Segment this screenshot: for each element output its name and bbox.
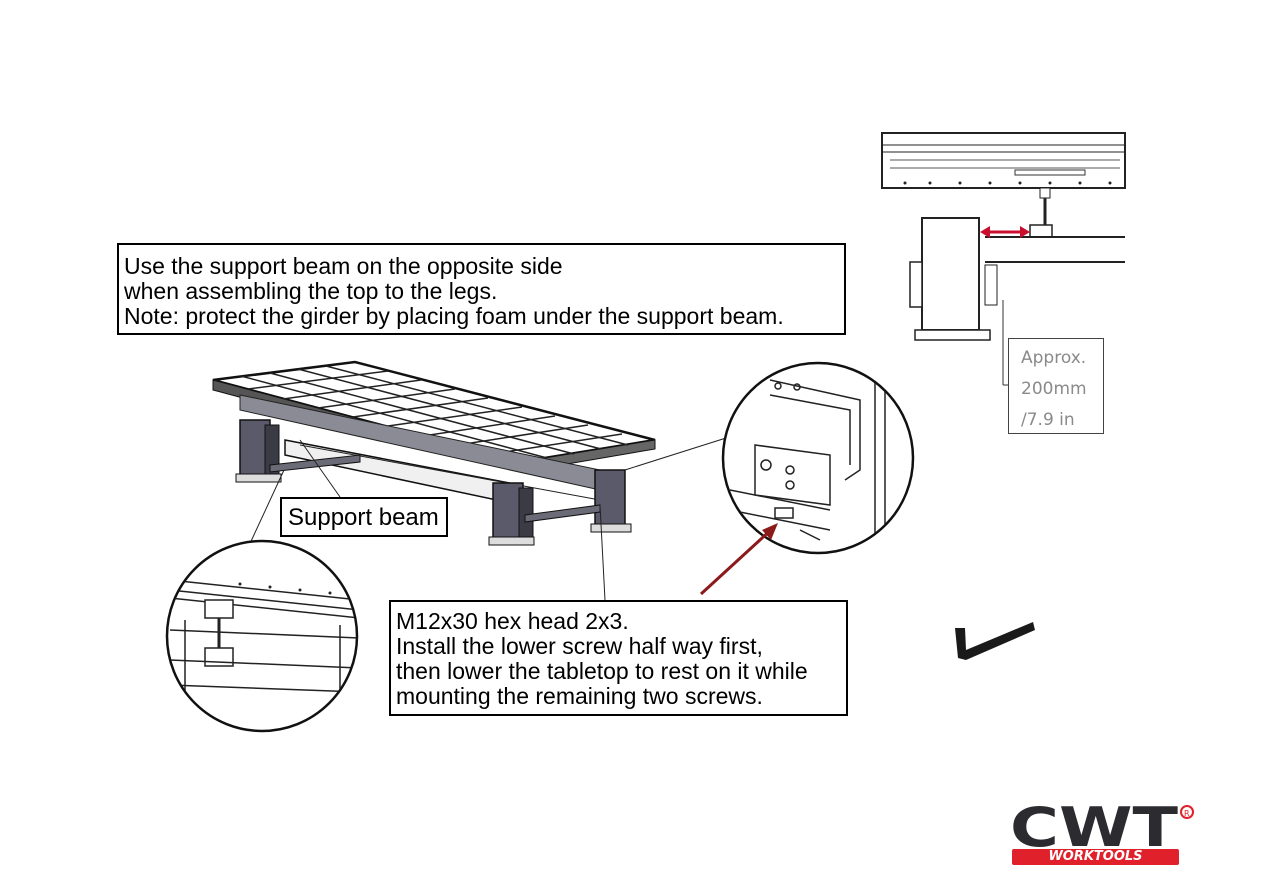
note-line: then lower the tabletop to rest on it wh… bbox=[396, 658, 808, 684]
label-text: Support beam bbox=[288, 504, 439, 531]
logo-mark-text: CWT bbox=[1010, 796, 1178, 859]
hex-key-icon bbox=[955, 622, 1035, 660]
registered-mark-icon bbox=[1180, 805, 1194, 819]
leader-lines bbox=[246, 437, 727, 601]
table-isometric-drawing bbox=[212, 360, 656, 546]
svg-text:R: R bbox=[1184, 809, 1190, 818]
screw-install-note: M12x30 hex head 2x3. Install the lower s… bbox=[389, 600, 848, 716]
support-beam-label: Support beam bbox=[280, 497, 448, 537]
cwt-logo: CWT R bbox=[1010, 796, 1194, 859]
support-beam-note: Use the support beam on the opposite sid… bbox=[117, 243, 846, 335]
bracket-detail-circle bbox=[699, 361, 915, 596]
approx-line: Approx. bbox=[1021, 348, 1087, 368]
note-line: Note: protect the girder by placing foam… bbox=[124, 303, 784, 329]
note-line: when assembling the top to the legs. bbox=[124, 278, 498, 304]
approx-line: 200mm bbox=[1021, 379, 1087, 399]
logo-tagline: WORKTOOLS bbox=[1012, 849, 1179, 865]
approx-distance-label: Approx. 200mm /7.9 in bbox=[1008, 338, 1104, 434]
note-line: M12x30 hex head 2x3. bbox=[396, 608, 629, 634]
note-line: Install the lower screw half way first, bbox=[396, 633, 763, 659]
note-line: Use the support beam on the opposite sid… bbox=[124, 253, 563, 279]
screw-jack-detail-circle bbox=[165, 539, 359, 733]
side-elevation-drawing bbox=[881, 132, 1126, 386]
note-line: mounting the remaining two screws. bbox=[396, 683, 763, 709]
approx-line: /7.9 in bbox=[1021, 410, 1075, 430]
